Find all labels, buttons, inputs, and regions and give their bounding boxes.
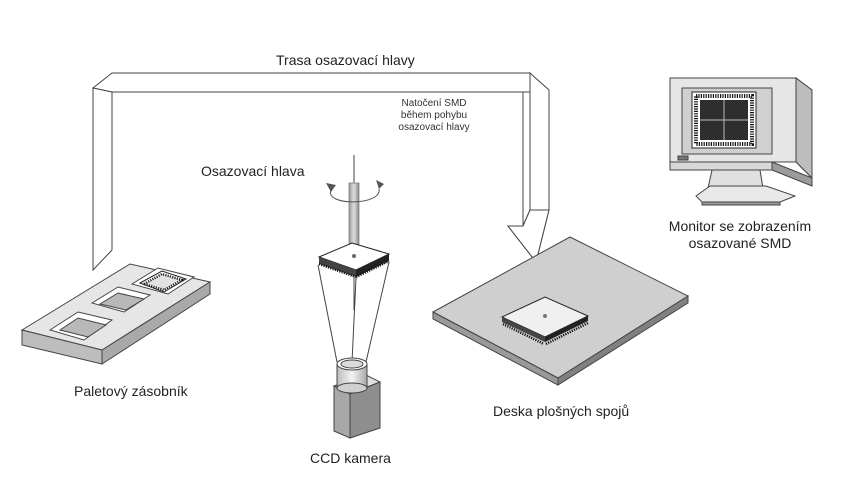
monitor-label-line2: osazované SMD [688, 235, 792, 251]
ccd-camera-label: CCD kamera [310, 450, 391, 466]
pcb-board-label: Deska plošných spojů [493, 403, 630, 419]
tray-chip [138, 270, 188, 293]
placement-head-label: Osazovací hlava [201, 163, 305, 179]
camera-view-cone [317, 261, 390, 363]
rotation-note-line3: osazovací hlavy [398, 122, 470, 133]
head-path-label: Trasa osazovací hlavy [276, 52, 415, 68]
pcb-chip [500, 296, 590, 346]
monitor-screen-chip [691, 91, 757, 149]
placement-head [317, 155, 391, 310]
rotation-note-line1: Natočení SMD [401, 98, 467, 109]
head-path-arrow [91, 71, 550, 272]
pallet-tray-label: Paletový zásobník [74, 383, 188, 399]
rotation-note-line2: během pohybu [400, 110, 468, 121]
monitor-label-line1: Monitor se zobrazením [668, 218, 812, 234]
ccd-camera [332, 357, 382, 439]
